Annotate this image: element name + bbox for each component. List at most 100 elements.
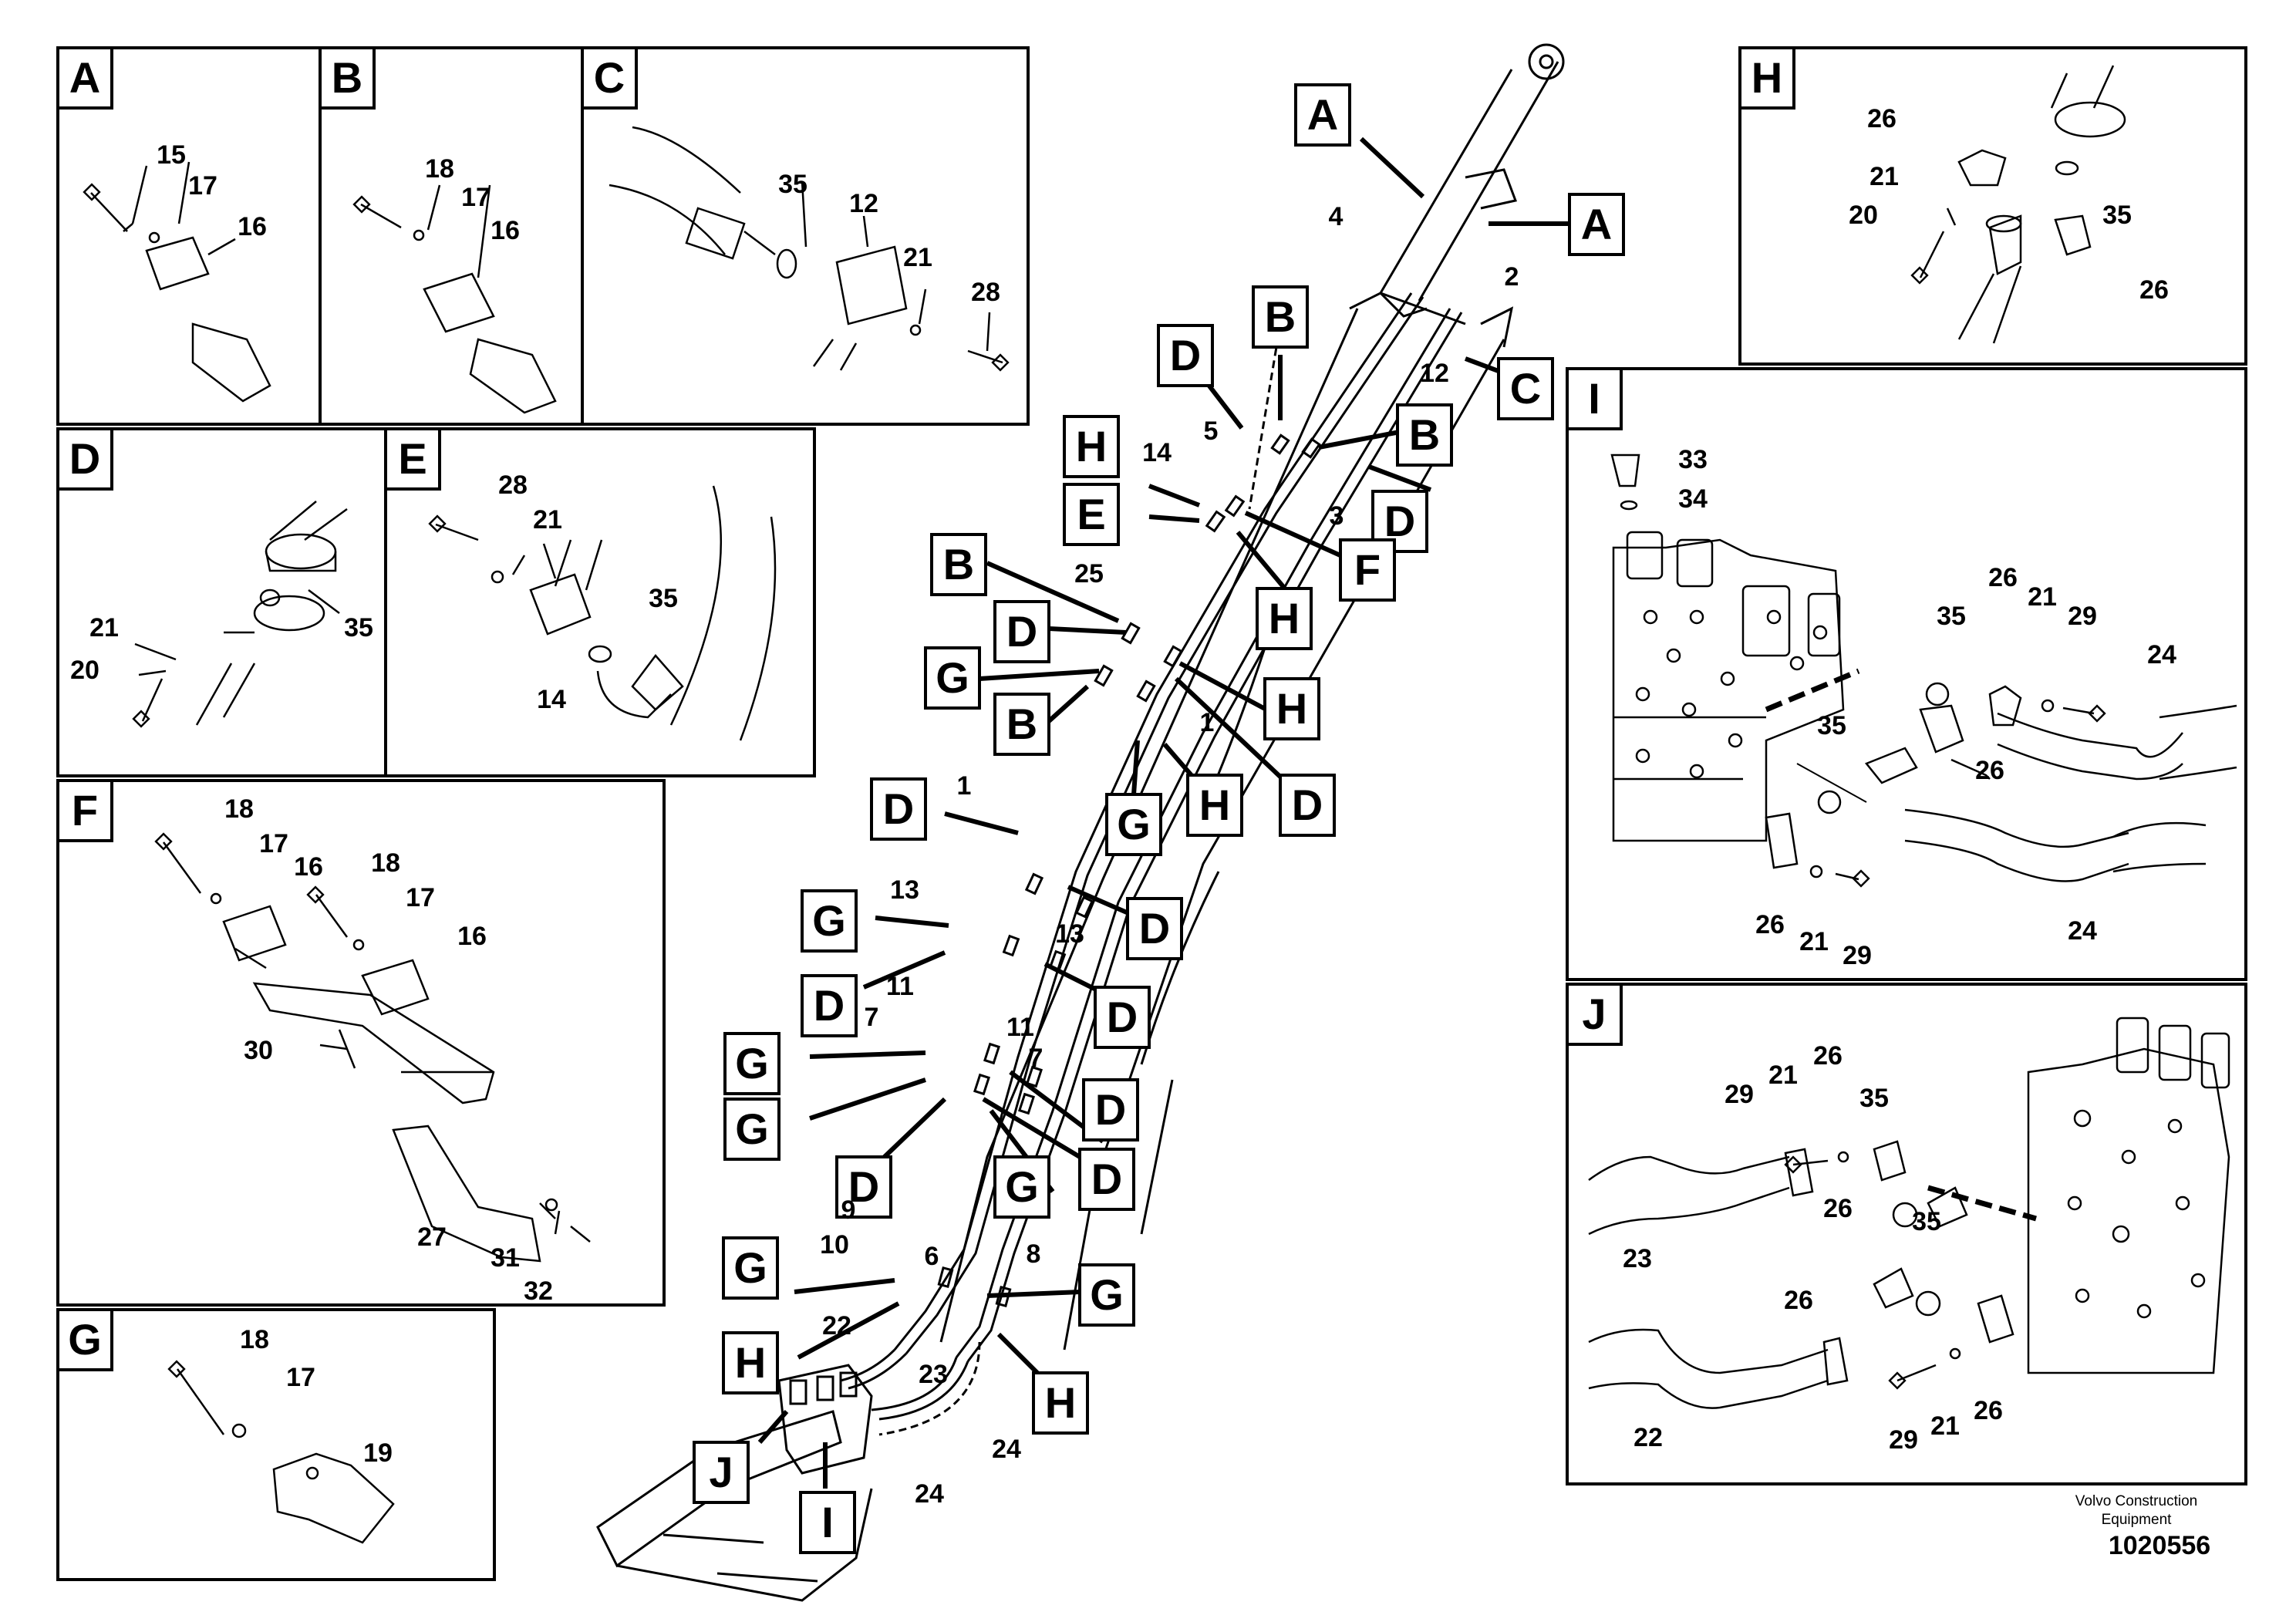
panel-e-drawing (428, 485, 777, 741)
part-number: 26 (1823, 1194, 1853, 1223)
part-number: 14 (537, 685, 566, 714)
panel-j-letter: J (1582, 990, 1606, 1038)
panel-g-letter: G (68, 1315, 102, 1364)
part-number: 20 (70, 656, 99, 685)
part-number: 21 (533, 505, 562, 534)
credit-line-1: Volvo Construction (2075, 1493, 2198, 1509)
part-number: 21 (89, 613, 119, 642)
panel-d-letter: D (69, 434, 100, 483)
part-number: 16 (238, 212, 267, 241)
part-number: 7 (1029, 1044, 1043, 1073)
callout-letter: A (1581, 200, 1612, 248)
callout-letter: D (1006, 607, 1037, 656)
part-number: 9 (841, 1195, 856, 1225)
callout-letter: A (1307, 90, 1338, 139)
part-number: 2 (1505, 262, 1519, 292)
panel-d-drawing (132, 501, 348, 728)
panel-b-drawing (352, 184, 557, 414)
callout-letter: H (1269, 594, 1300, 642)
panel-a-drawing (83, 161, 271, 403)
part-number: 35 (778, 170, 807, 199)
part-number: 1 (1200, 708, 1215, 737)
part-number: 34 (1678, 484, 1708, 514)
part-number: 22 (1633, 1423, 1663, 1452)
part-number: 17 (461, 183, 491, 212)
part-number: 24 (992, 1435, 1021, 1464)
manufacturer-credit: Volvo Construction Equipment (2036, 1492, 2237, 1529)
panel-c-drawing (609, 126, 1010, 372)
part-number: 35 (2102, 201, 2132, 230)
part-number: 29 (1725, 1080, 1754, 1109)
part-number: 11 (886, 972, 914, 1001)
part-number: 29 (2068, 602, 2097, 631)
part-number: 35 (649, 584, 678, 613)
part-number: 35 (1817, 711, 1846, 740)
panel-a-letter: A (69, 53, 100, 102)
panel-h-frame (1738, 46, 2247, 366)
part-number: 5 (1204, 416, 1219, 446)
main-callout-boxes: A A B C D B H E D H F B D H G B D G H D … (693, 83, 1625, 1554)
part-number: 23 (1623, 1244, 1652, 1273)
part-number: 18 (425, 154, 454, 184)
part-number: 21 (1930, 1411, 1960, 1441)
part-number: 12 (849, 189, 878, 218)
part-number: 17 (406, 883, 435, 912)
callout-letter: H (1045, 1378, 1076, 1427)
callout-letter: D (1170, 331, 1201, 379)
callout-letter: D (1107, 993, 1138, 1041)
panel-e-letter: E (398, 434, 426, 483)
part-number: 28 (498, 470, 528, 500)
part-number: 6 (925, 1242, 939, 1271)
part-number: 35 (344, 613, 373, 642)
part-number: 19 (363, 1438, 393, 1468)
panel-g-drawing (167, 1360, 395, 1544)
part-number: 26 (2139, 275, 2169, 305)
callout-letter: B (943, 540, 974, 588)
part-number: 26 (1988, 563, 2018, 592)
part-number: 16 (457, 922, 487, 951)
callout-letter: D (883, 784, 914, 833)
part-number: 26 (1867, 104, 1896, 133)
part-number: 11 (1006, 1013, 1034, 1042)
panel-i-frame (1566, 367, 2247, 981)
part-number: 8 (1027, 1239, 1041, 1269)
callout-letter: D (1095, 1085, 1126, 1134)
part-number: 24 (2147, 640, 2176, 669)
panel-g-frame (56, 1308, 496, 1581)
panel-b-letter: B (332, 53, 362, 102)
credit-line-2: Equipment (2101, 1512, 2172, 1528)
callout-letter: G (812, 896, 846, 945)
part-number: 26 (1784, 1286, 1813, 1315)
part-number: 28 (971, 278, 1000, 307)
part-number: 16 (294, 852, 323, 882)
callout-letter: H (1276, 684, 1307, 733)
part-number: 10 (820, 1230, 849, 1259)
panel-j-frame (1566, 983, 2247, 1485)
panel-e-frame (384, 427, 816, 777)
part-number: 13 (890, 875, 919, 905)
panel-letter-boxes: A B C D E F G H I J (56, 46, 1795, 1371)
callout-letter: G (1090, 1270, 1124, 1319)
part-number: 4 (1329, 202, 1344, 231)
callout-letter: D (814, 981, 845, 1030)
panel-f-letter: F (72, 786, 98, 835)
callout-letter: D (848, 1162, 879, 1211)
part-number: 18 (224, 794, 254, 824)
part-number: 21 (2028, 582, 2057, 612)
part-number: 7 (865, 1003, 879, 1032)
part-number: 26 (1975, 756, 2004, 785)
callout-letter: I (821, 1498, 834, 1546)
part-number: 32 (524, 1276, 553, 1306)
part-number: 29 (1843, 941, 1872, 970)
part-number: 18 (240, 1325, 269, 1354)
main-part-numbers: 4 2 12 5 14 3 25 1 1 13 13 11 7 11 7 9 6… (820, 202, 1519, 1509)
panel-h-letter: H (1752, 53, 1782, 102)
part-number: 21 (1768, 1061, 1798, 1090)
callout-letter: B (1006, 700, 1037, 748)
part-number: 23 (919, 1360, 948, 1389)
part-number: 24 (2068, 916, 2097, 946)
part-number: 35 (1937, 602, 1966, 631)
panel-h-drawing (1910, 65, 2126, 344)
part-number: 13 (1055, 919, 1084, 949)
part-number: 18 (371, 848, 400, 878)
